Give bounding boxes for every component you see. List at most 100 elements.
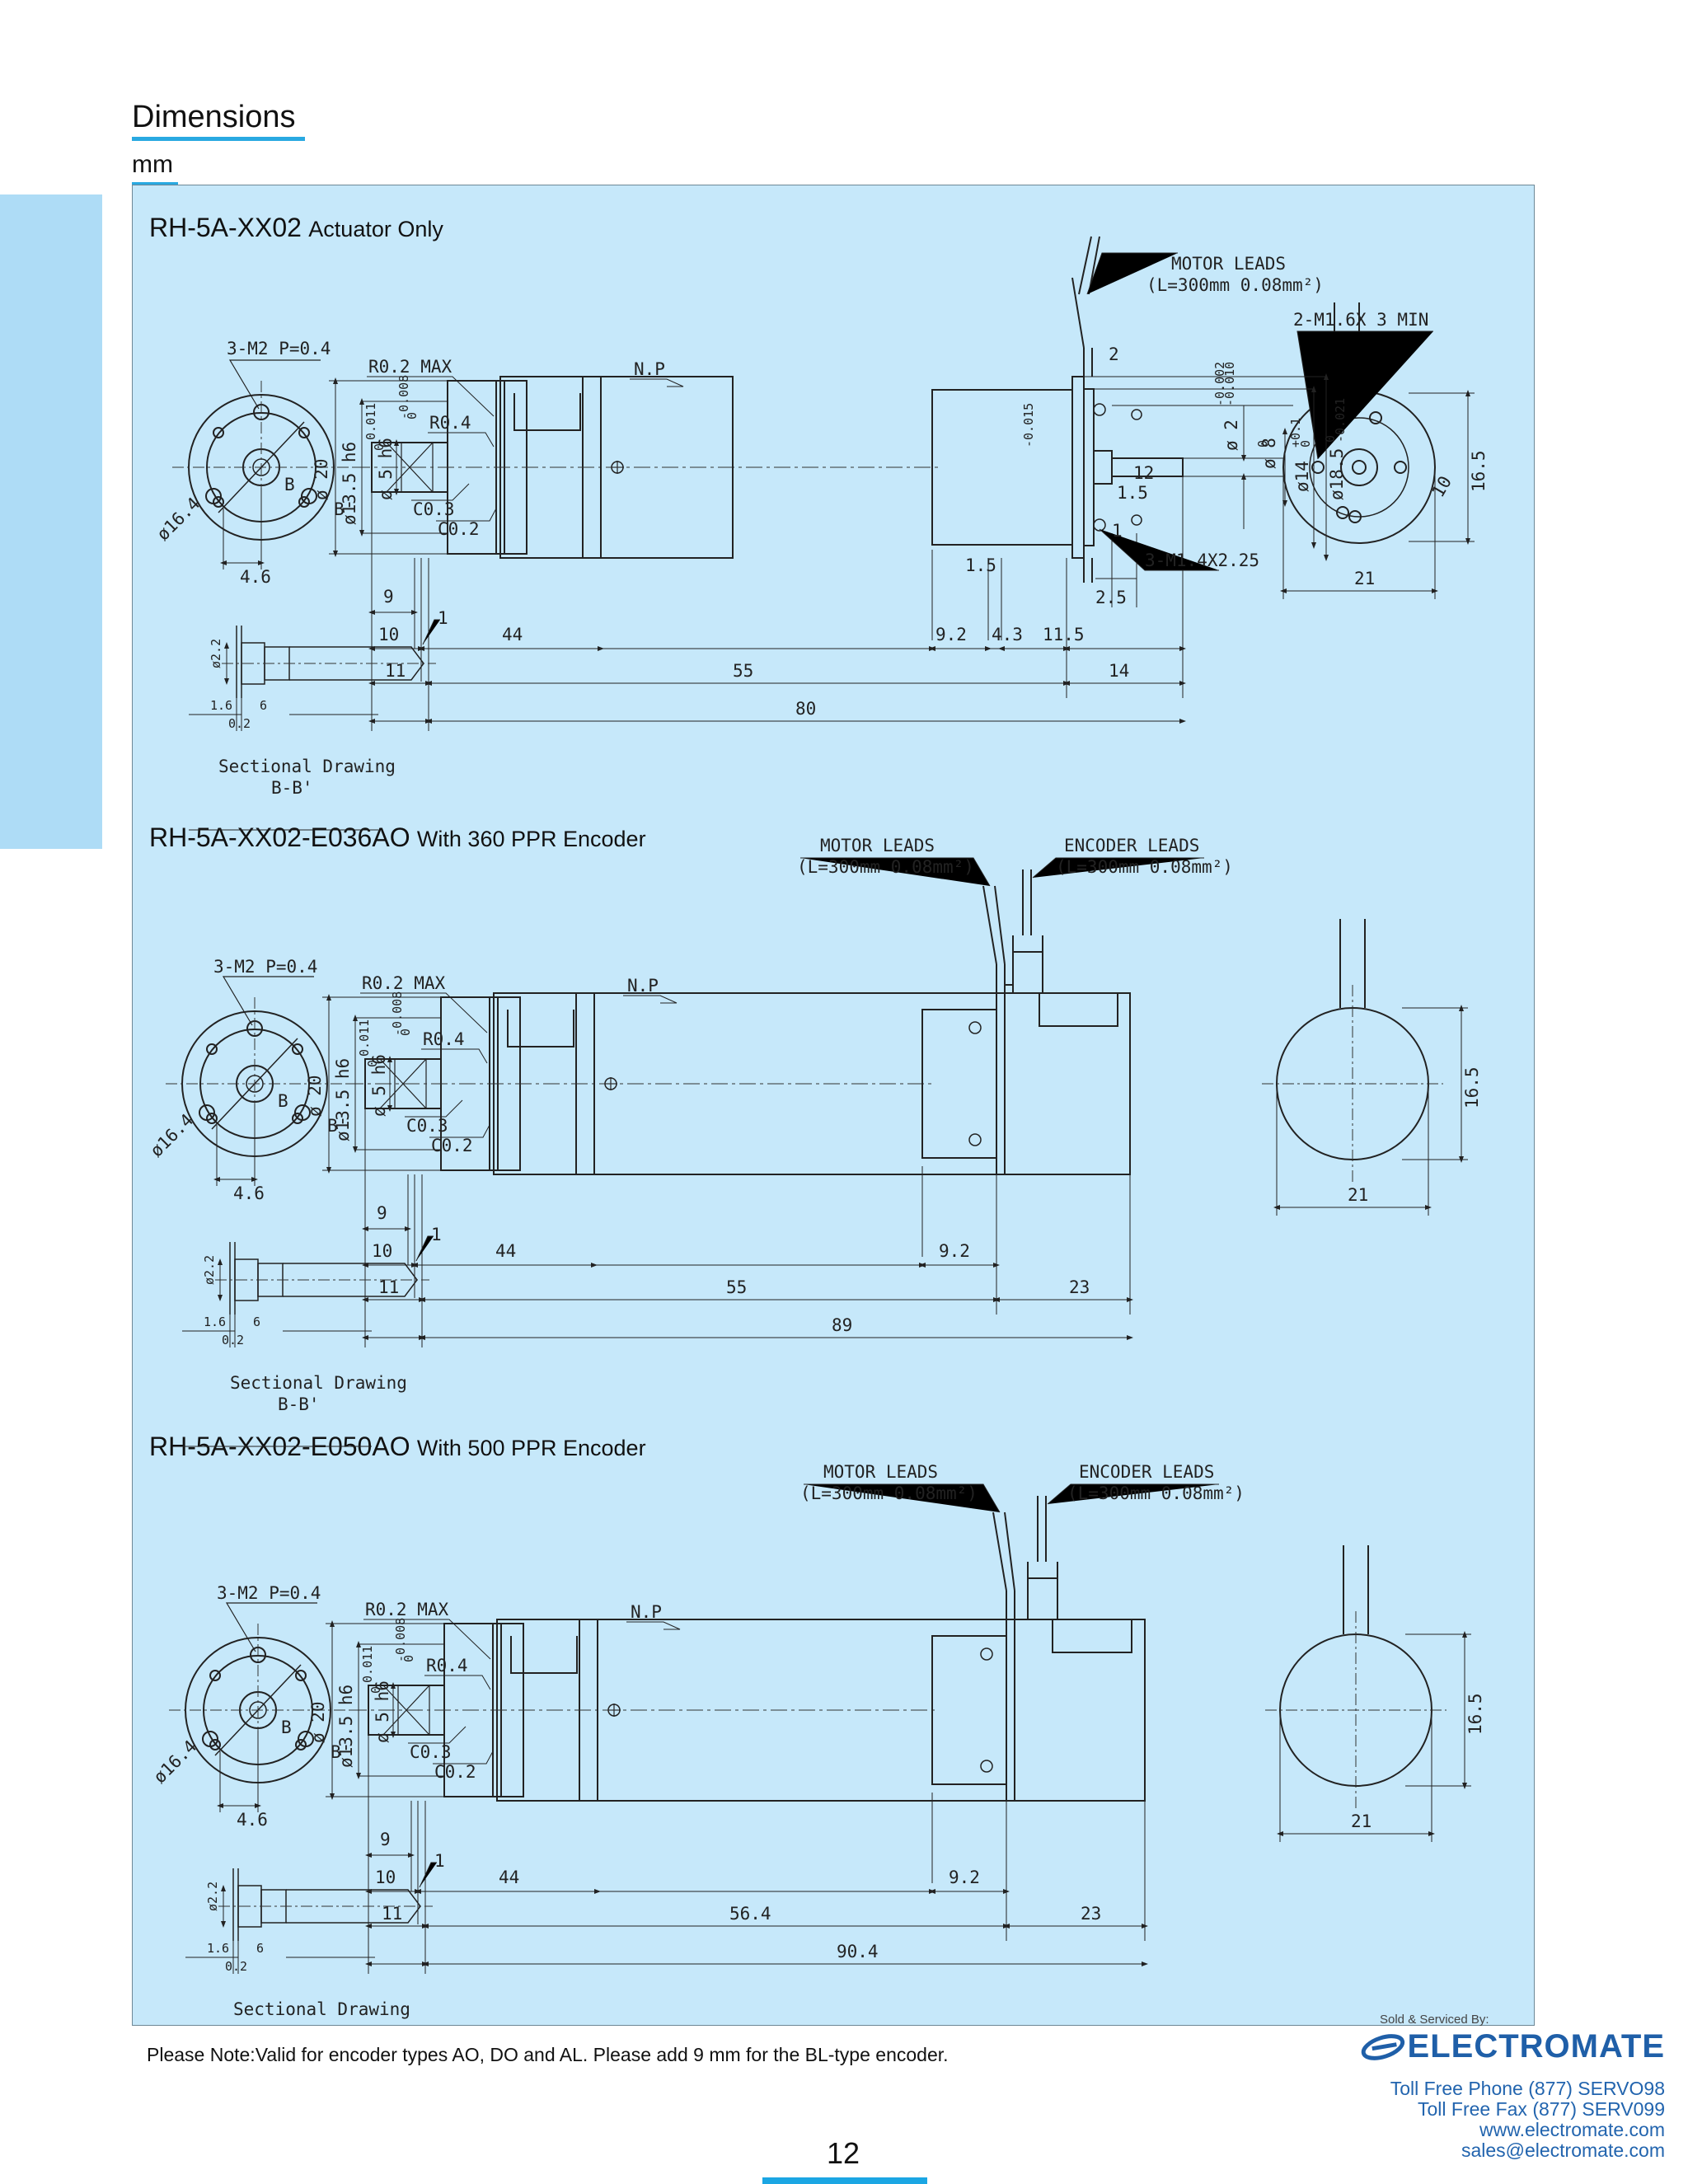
end-width: 21: [1348, 1185, 1368, 1205]
tol-d2b: -0.010: [1222, 362, 1237, 406]
flange-dia-label: ø16.4: [153, 494, 204, 545]
holes-label: 3-M2 P=0.4: [227, 339, 331, 359]
sec-d22: ø2.2: [205, 1882, 220, 1911]
dim-55: 55: [726, 1277, 747, 1297]
dim-23: 23: [1081, 1904, 1101, 1924]
dim-55: 55: [733, 661, 753, 681]
tol-d14b: 0: [1298, 440, 1313, 448]
email-link[interactable]: sales@electromate.com: [1461, 2139, 1665, 2161]
overall-length: 80: [795, 699, 816, 719]
sec-drawing-label: Sectional Drawing: [230, 1373, 407, 1393]
dim-1b: 1: [1112, 521, 1123, 541]
tol-5b: -0.008: [396, 375, 411, 419]
b-label: B: [281, 1718, 292, 1737]
sec-0-2: 0.2: [222, 1333, 244, 1347]
section-3-drawing: 3-M2 P=0.4 ø16.4 4.6 B B' R0.2 MAX R0.4 …: [150, 1462, 1485, 2027]
technical-drawings: 3-M2 P=0.4 ø16.4 4.6 B B' R0.2 MAX R0.4 …: [147, 236, 1489, 2027]
dim-2-5: 2.5: [1095, 588, 1127, 607]
sec-d22: ø2.2: [202, 1255, 217, 1285]
dia20-label: ø 20: [308, 1701, 328, 1743]
b-prime-label: B': [327, 1116, 348, 1136]
sec-1-6: 1.6: [210, 698, 232, 713]
c02-label: C0.2: [434, 1762, 476, 1782]
leads-spec-2: (L=300mm 0.08mm²): [1067, 1483, 1245, 1503]
dim-9-2: 9.2: [935, 625, 967, 644]
dim-4-3: 4.3: [992, 625, 1023, 644]
dia5-label: ø 5 h6: [373, 1680, 392, 1743]
sec-bb-label: B-B': [271, 778, 313, 798]
sec-drawing-label: Sectional Drawing: [218, 757, 396, 776]
tol-135b: -0.011: [363, 403, 378, 448]
dim-4-6: 4.6: [240, 567, 271, 587]
dia135-label: ø13.5 h6: [333, 1058, 353, 1141]
dia135-label: ø13.5 h6: [336, 1685, 356, 1768]
b-prime-label: B': [331, 1742, 351, 1762]
r02-label: R0.2 MAX: [365, 1600, 449, 1619]
section-1-drawing: 3-M2 P=0.4 ø16.4 4.6 B B' R0.2 MAX R0.4 …: [153, 236, 1489, 830]
tol-135a: 0: [368, 1686, 383, 1694]
sec-drawing-label: Sectional Drawing: [233, 1999, 410, 2019]
tol-5b: -0.008: [390, 991, 405, 1036]
page-number: 12: [826, 2136, 860, 2170]
section-2-drawing: 3-M2 P=0.4 ø16.4 4.6 B B' R0.2 MAX R0.4 …: [147, 836, 1482, 1446]
encoder-note: Please Note:Valid for encoder types AO, …: [147, 2044, 949, 2065]
dim-9: 9: [377, 1203, 387, 1223]
leads-spec: (L=300mm 0.08mm²): [800, 1483, 978, 1503]
motor-leads-label: MOTOR LEADS: [823, 1462, 938, 1482]
r04-label: R0.4: [429, 413, 471, 433]
r04-label: R0.4: [426, 1656, 468, 1675]
m14-label: 3-M1.4X2.25: [1145, 551, 1259, 570]
dim-1: 1: [431, 1225, 442, 1244]
b-prime-label: B': [334, 499, 354, 519]
swoosh-icon: [1361, 2033, 1405, 2060]
dim-9-2: 9.2: [949, 1868, 980, 1887]
dim-10: 10: [372, 1241, 392, 1261]
sec-0-2: 0.2: [228, 716, 251, 731]
sec-6: 6: [260, 698, 267, 713]
electromate-logo: Sold & Serviced By: ELECTROMATE: [1360, 2013, 1665, 2065]
page-tab: [762, 2177, 927, 2184]
dim-9: 9: [383, 587, 394, 607]
website-link[interactable]: www.electromate.com: [1479, 2119, 1665, 2140]
r04-label: R0.4: [423, 1029, 465, 1049]
brand-name: ELECTROMATE: [1407, 2028, 1665, 2064]
tol-d185a: 0: [1323, 435, 1338, 443]
dia14-label: ø14: [1292, 461, 1312, 492]
dim-4-6: 4.6: [237, 1810, 268, 1830]
dia5-label: ø 5 h6: [369, 1054, 389, 1117]
sec-6: 6: [253, 1315, 260, 1329]
leads-spec: (L=300mm 0.08mm²): [797, 857, 974, 877]
dim-10: 10: [378, 625, 399, 644]
brand-row: ELECTROMATE: [1360, 2028, 1665, 2065]
np-label: N.P: [634, 359, 665, 379]
section-model: RH-5A-XX02: [149, 213, 302, 242]
tol-135b: -0.011: [357, 1019, 372, 1064]
dim-10: 10: [375, 1868, 396, 1887]
section-title-1: RH-5A-XX02 Actuator Only: [149, 213, 443, 243]
dia135-label: ø13.5 h6: [340, 442, 359, 525]
end-height: 16.5: [1469, 450, 1489, 492]
dim-14: 14: [1109, 661, 1129, 681]
tol-5a: 0: [398, 1029, 413, 1036]
dia20-label: ø 20: [312, 458, 331, 500]
dim-44: 44: [495, 1241, 516, 1261]
phone-line: Toll Free Phone (877) SERVO98: [1390, 2078, 1665, 2099]
r02-label: R0.2 MAX: [368, 357, 452, 377]
section-model: RH-5A-XX02-E036AO: [149, 823, 410, 852]
b-label: B: [278, 1091, 288, 1111]
dim-12: 12: [1133, 463, 1154, 483]
sec-1-6: 1.6: [207, 1941, 229, 1956]
np-label: N.P: [631, 1602, 662, 1622]
dim-1-5: 1.5: [965, 555, 996, 575]
overall-length: 90.4: [837, 1942, 879, 1961]
encoder-leads-label: ENCODER LEADS: [1079, 1462, 1214, 1482]
tol-d8a: 0: [1255, 440, 1270, 448]
leads-spec: (L=300mm 0.08mm²): [1146, 275, 1324, 295]
drawing-panel: RH-5A-XX02 Actuator Only RH-5A-XX02-E036…: [132, 185, 1535, 2026]
unit-label: mm: [132, 151, 173, 178]
end-width: 21: [1351, 1811, 1372, 1831]
tol-135b: -0.011: [360, 1646, 375, 1690]
fax-line: Toll Free Fax (877) SERV099: [1418, 2098, 1665, 2120]
b-label: B: [284, 475, 295, 494]
motor-leads-label: MOTOR LEADS: [1171, 254, 1286, 274]
